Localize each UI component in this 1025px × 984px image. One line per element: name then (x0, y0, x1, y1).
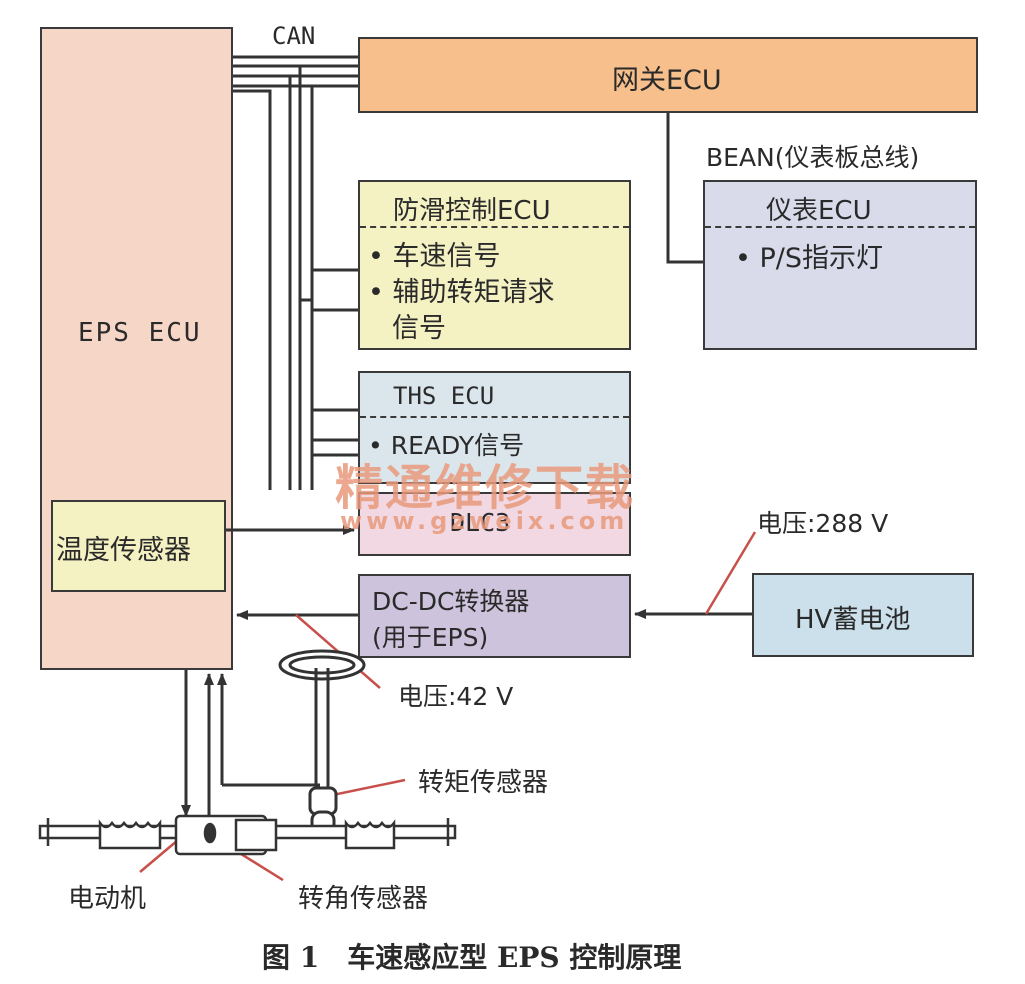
dcdc-box (358, 574, 631, 658)
ths-ecu-box (358, 371, 631, 484)
eps-ecu-label: EPS ECU (78, 318, 202, 348)
abs-ecu-item-speed: • 车速信号 (368, 241, 501, 272)
dcdc-label-1: DC-DC转换器 (372, 587, 530, 616)
ths-ecu-title: THS ECU (393, 382, 495, 410)
dcdc-label-2: (用于EPS) (372, 623, 489, 652)
abs-ecu-title: 防滑控制ECU (393, 196, 551, 226)
hv-battery-box (752, 573, 974, 657)
watermark-url: www.gzweix.com (340, 507, 629, 535)
temp-sensor-box (51, 500, 226, 592)
abs-ecu-item-torque-2: 信号 (392, 313, 446, 344)
can-label: CAN (272, 22, 316, 50)
abs-ecu-box (358, 180, 631, 350)
meter-ecu-box (703, 180, 977, 350)
gateway-ecu-box (358, 37, 978, 113)
dlc3-label: DLC3 (450, 508, 511, 537)
hv-battery-label: HV蓄电池 (795, 605, 911, 635)
motor-label: 电动机 (68, 884, 147, 914)
meter-ecu-title: 仪表ECU (766, 196, 872, 226)
bean-label: BEAN(仪表板总线) (706, 143, 920, 172)
dlc3-box (358, 492, 631, 556)
meter-ecu-item: • P/S指示灯 (735, 243, 884, 274)
torque-sensor-label: 转矩传感器 (418, 768, 549, 798)
voltage-42-label: 电压:42 V (398, 682, 514, 711)
watermark-cn: 精通维修下载 (335, 460, 636, 516)
voltage-288-label: 电压:288 V (757, 509, 889, 538)
gateway-ecu-label: 网关ECU (612, 65, 722, 96)
figure-caption: 图 1 车速感应型 EPS 控制原理 (262, 941, 682, 974)
ths-ecu-item: • READY信号 (368, 431, 525, 460)
angle-sensor-label: 转角传感器 (298, 884, 429, 914)
temp-sensor-label: 温度传感器 (56, 535, 191, 566)
abs-ecu-item-torque: • 辅助转矩请求 (368, 277, 555, 308)
